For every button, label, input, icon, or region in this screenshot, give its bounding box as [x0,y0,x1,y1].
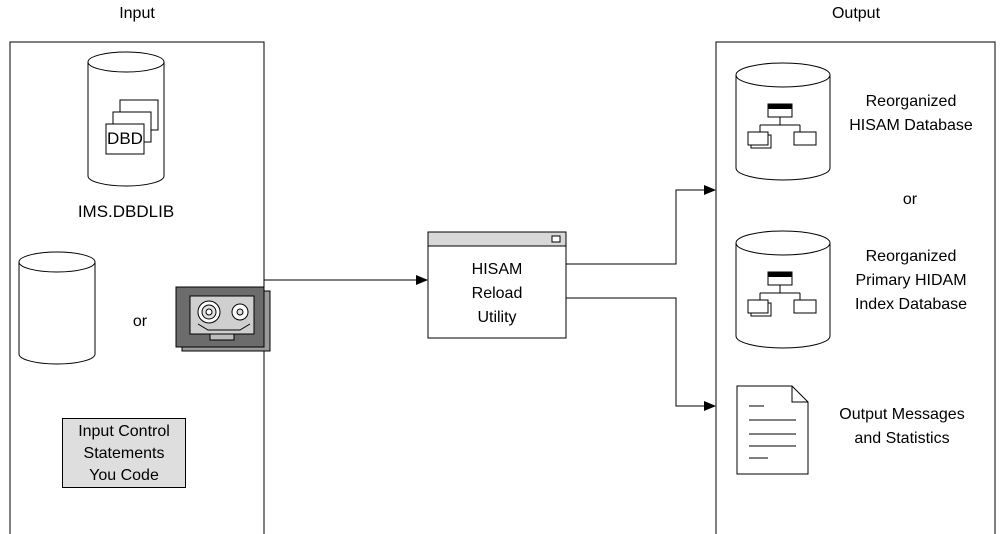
input-dataset-cylinder-icon [18,251,96,365]
utility-line-1: HISAM [471,261,523,278]
output-title: Output [831,5,881,22]
input-control-statements-box: Input Control Statements You Code [62,418,186,488]
hisam-database-label: Reorganized HISAM Database [846,90,976,138]
hidam-db-line-1: Reorganized [865,248,957,265]
output-document-icon [736,385,809,475]
messages-label: Output Messages and Statistics [816,403,988,451]
dbdlib-label: IMS.DBDLIB [77,202,175,221]
hisam-database-cylinder-icon [735,62,831,181]
utility-line-2: Reload [471,285,523,302]
hidam-db-line-3: Index Database [854,296,968,313]
hidam-db-line-2: Primary HIDAM [855,272,967,289]
dbdlib-cylinder-icon [87,51,165,187]
hisam-db-line-1: Reorganized [865,93,957,110]
control-line-3: You Code [89,467,159,484]
tape-cartridge-icon [175,286,271,352]
utility-to-database-arrow [566,185,716,265]
hisam-db-line-2: HISAM Database [849,117,973,134]
hidam-database-cylinder-icon [735,230,831,349]
control-line-2: Statements [83,445,165,462]
control-line-1: Input Control [78,423,170,440]
hisam-reload-utility-window [427,231,567,339]
output-or-label: or [902,191,918,208]
utility-label: HISAM Reload Utility [428,258,566,330]
output-panel [715,41,996,534]
hidam-database-label: Reorganized Primary HIDAM Index Database [846,245,976,317]
dbd-badge: DBD [107,129,143,148]
input-or-label: or [132,313,148,330]
utility-to-messages-arrow [566,297,716,411]
messages-line-1: Output Messages [839,406,965,423]
input-title: Input [119,5,155,22]
utility-line-3: Utility [477,309,517,326]
messages-line-2: and Statistics [854,430,950,447]
